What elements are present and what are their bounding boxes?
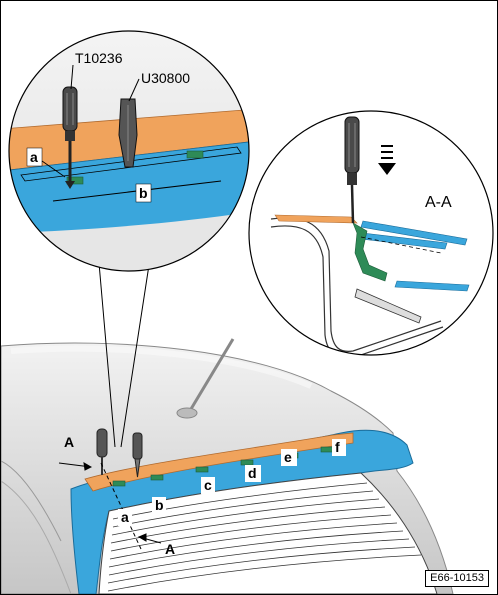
svg-text:a: a: [30, 149, 38, 165]
push-arrow-icon: [378, 145, 396, 175]
leader-t10236: [70, 64, 74, 90]
detail-label-b: b: [135, 183, 152, 203]
section-title: A-A: [425, 194, 452, 211]
vehicle-label-b: b: [152, 497, 166, 514]
svg-text:c: c: [204, 477, 212, 493]
vehicle-label-f: f: [332, 439, 346, 456]
section-tool: [344, 116, 360, 224]
detail-label-a: a: [26, 147, 66, 178]
vehicle-label-a: a: [118, 509, 132, 526]
section-marker-bottom: A: [165, 541, 175, 557]
tool-label-u30800: U30800: [141, 70, 190, 86]
tools-on-vehicle: [96, 428, 143, 478]
vehicle-label-e: e: [281, 449, 297, 466]
svg-text:d: d: [248, 465, 257, 481]
clip-row: [112, 446, 334, 487]
vehicle-label-c: c: [201, 477, 215, 494]
magnification-cone: [98, 262, 150, 448]
tool-t10236: [62, 86, 78, 189]
figure-reference: E66-10153: [425, 570, 489, 587]
svg-text:a: a: [121, 509, 129, 525]
svg-text:f: f: [335, 439, 340, 455]
svg-text:e: e: [284, 449, 292, 465]
section-circle: [248, 110, 494, 356]
svg-text:b: b: [155, 497, 164, 513]
tool-u30800: [118, 98, 138, 168]
svg-text:b: b: [139, 185, 148, 201]
vehicle-label-d: d: [245, 465, 261, 482]
antenna: [176, 338, 235, 419]
leader-u30800: [128, 78, 140, 102]
section-line: [58, 462, 162, 550]
section-marker-top: A: [64, 434, 74, 450]
tool-label-t10236: T10236: [75, 50, 123, 66]
